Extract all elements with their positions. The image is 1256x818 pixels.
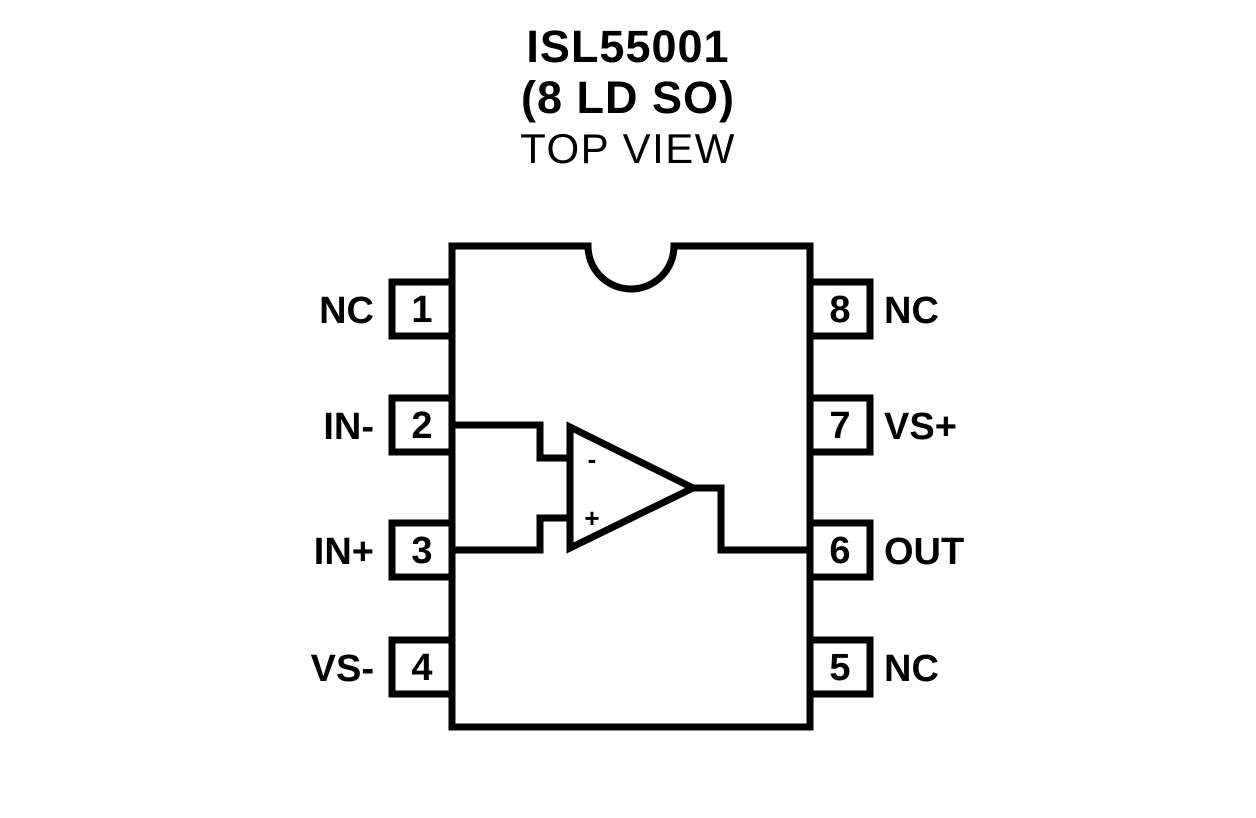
pin-number-1: 1 — [411, 289, 433, 331]
pin-label-left-1: NC — [319, 290, 374, 332]
part-number-title: ISL55001 — [526, 21, 730, 72]
pin-label-right-8: NC — [884, 290, 939, 332]
pin-number-4: 4 — [411, 647, 433, 689]
pin-label-right-5: NC — [884, 648, 939, 690]
wire-noninverting-input — [452, 514, 570, 554]
wire-output — [693, 484, 810, 554]
pin-label-right-6: OUT — [884, 531, 965, 573]
pin-number-7: 7 — [829, 405, 851, 447]
pin-number-3: 3 — [411, 530, 433, 572]
wire-inverting-input — [452, 421, 570, 462]
pin-box-4 — [388, 636, 456, 698]
pin-label-left-4: VS- — [310, 648, 374, 690]
pin-number-2: 2 — [411, 405, 433, 447]
diagram-title-block: ISL55001 (8 LD SO) TOP VIEW — [0, 24, 1256, 170]
opamp-triangle-icon — [566, 421, 701, 554]
pin-label-left-2: IN- — [323, 406, 374, 448]
pin-box-3 — [388, 519, 456, 581]
pin-label-left-3: IN+ — [313, 531, 374, 573]
pin-number-8: 8 — [829, 289, 851, 331]
pin-number-5: 5 — [829, 647, 851, 689]
package-title: (8 LD SO) — [520, 72, 735, 123]
view-orientation-label: TOP VIEW — [520, 125, 736, 172]
inverting-input-sign: - — [587, 444, 597, 474]
pin-box-1 — [388, 278, 456, 340]
noninverting-input-sign: + — [584, 503, 600, 533]
pin-number-6: 6 — [829, 530, 851, 572]
pin-label-right-7: VS+ — [884, 406, 957, 448]
